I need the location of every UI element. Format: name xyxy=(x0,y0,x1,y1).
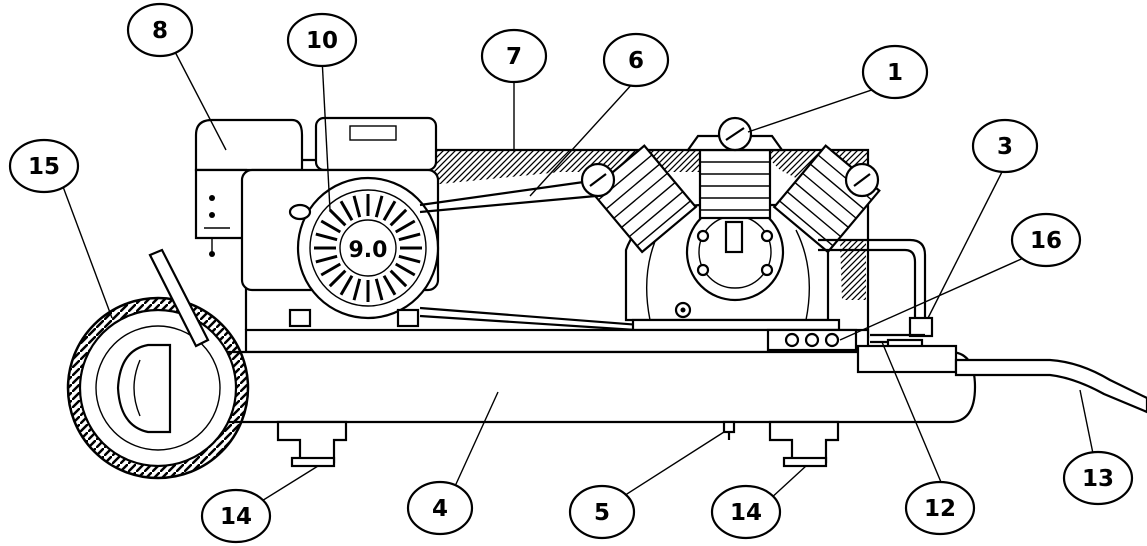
callout-4: 4 xyxy=(406,480,474,536)
callout-6: 6 xyxy=(602,32,670,88)
callout-7-label: 7 xyxy=(506,44,522,70)
handle xyxy=(954,358,1147,414)
engine-fin xyxy=(374,195,384,218)
engine-fin xyxy=(394,262,416,277)
callout-14-rear: 14 xyxy=(200,488,272,544)
pressure-gauge-center xyxy=(717,116,753,152)
engine-fin xyxy=(382,274,397,296)
callout-12-label: 12 xyxy=(924,496,956,522)
engine-fin xyxy=(352,195,362,218)
engine-fin xyxy=(328,208,347,227)
callout-1: 1 xyxy=(861,44,929,100)
callout-6-label: 6 xyxy=(628,48,644,74)
callout-15: 15 xyxy=(8,138,80,194)
callout-8: 8 xyxy=(126,2,194,58)
callout-10: 10 xyxy=(286,12,358,68)
callout-1-label: 1 xyxy=(887,60,903,86)
callout-3-label: 3 xyxy=(997,134,1013,160)
callout-7: 7 xyxy=(480,28,548,84)
callout-12: 12 xyxy=(904,480,976,536)
callout-10-label: 10 xyxy=(306,28,338,54)
callout-8-label: 8 xyxy=(152,18,168,44)
engine-badge: 9.0 xyxy=(349,238,388,263)
air-tank xyxy=(168,344,977,424)
engine-fin xyxy=(382,200,397,222)
engine-fin xyxy=(339,274,354,296)
engine-mounts xyxy=(288,308,420,328)
pressure-gauge-left xyxy=(580,162,616,198)
discharge-tube xyxy=(818,238,934,338)
callout-13: 13 xyxy=(1062,450,1134,506)
callout-14-front: 14 xyxy=(710,484,782,540)
callout-15-label: 15 xyxy=(28,154,60,180)
engine-fin xyxy=(374,278,384,301)
quick-couplers xyxy=(766,328,858,352)
engine-fin xyxy=(389,208,408,227)
compressor-pump xyxy=(580,116,881,332)
engine-fin xyxy=(315,254,338,264)
callout-14-rear-label: 14 xyxy=(220,504,252,530)
drain-valve xyxy=(722,420,736,440)
foot-rear xyxy=(276,420,348,468)
callout-16-label: 16 xyxy=(1030,228,1062,254)
engine: 9.0 xyxy=(288,176,440,320)
engine-fin xyxy=(352,278,362,301)
callout-4-label: 4 xyxy=(432,496,448,522)
engine-fin xyxy=(398,254,421,264)
callout-5: 5 xyxy=(568,484,636,540)
engine-fin xyxy=(315,232,338,242)
engine-cooling-fins xyxy=(314,194,422,302)
engine-fin xyxy=(320,262,342,277)
callout-5-label: 5 xyxy=(594,500,610,526)
callout-13-label: 13 xyxy=(1082,466,1114,492)
engine-fin xyxy=(320,219,342,234)
engine-fin xyxy=(398,232,421,242)
engine-fin xyxy=(389,269,408,288)
drive-belt xyxy=(419,178,641,332)
pressure-gauge-right xyxy=(844,162,880,198)
engine-fin xyxy=(339,200,354,222)
engine-fin xyxy=(394,219,416,234)
callout-3: 3 xyxy=(971,118,1039,174)
foot-front xyxy=(768,420,840,468)
engine-fin xyxy=(328,269,347,288)
callout-14-front-label: 14 xyxy=(730,500,762,526)
wheel xyxy=(66,248,250,480)
callout-16: 16 xyxy=(1010,212,1082,268)
